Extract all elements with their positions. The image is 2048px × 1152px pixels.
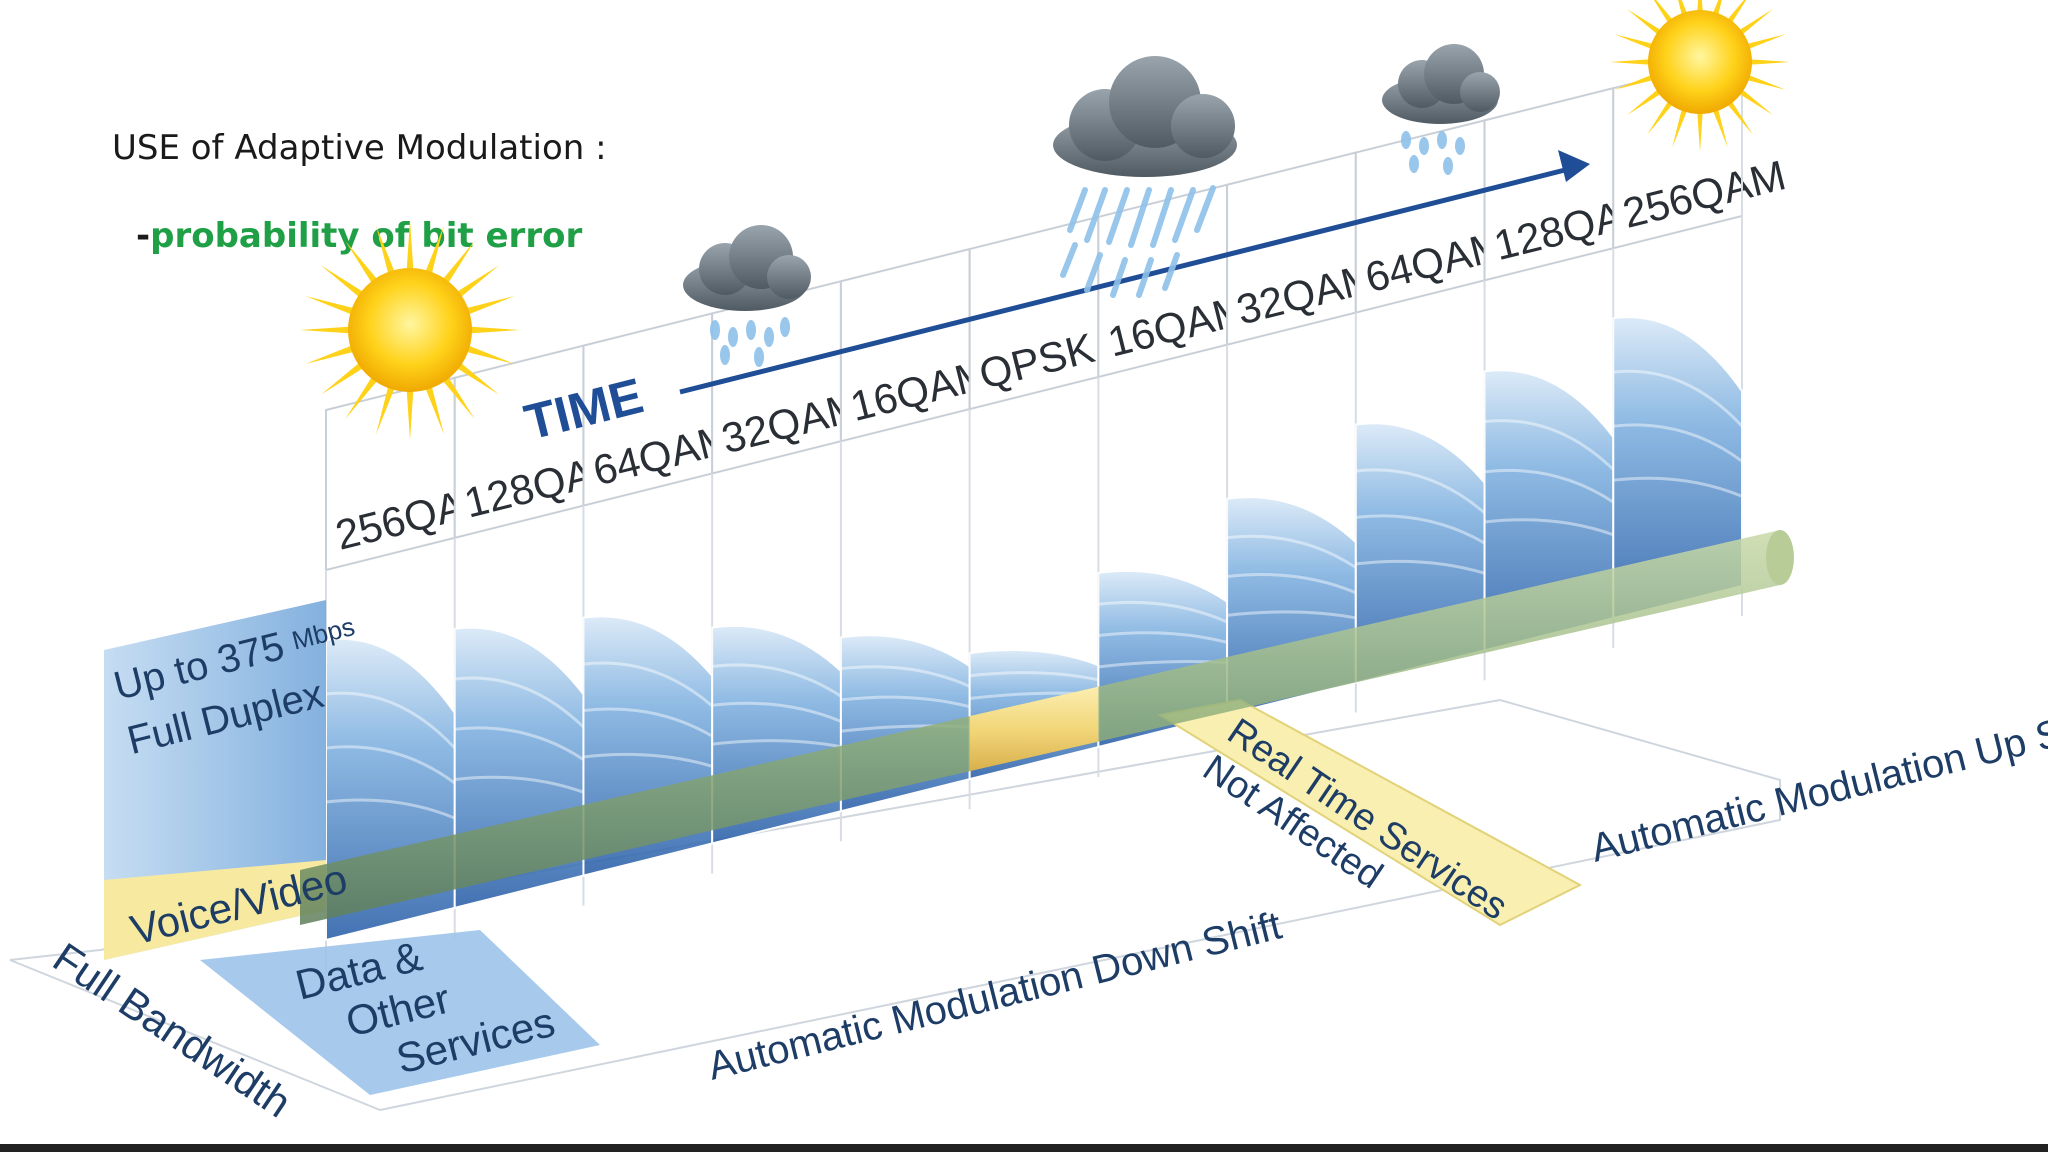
- capacity-ring: [454, 726, 585, 761]
- sun-ray: [1653, 0, 1675, 25]
- sun-ray: [463, 344, 515, 364]
- light-rain-cloud-icon: [683, 225, 811, 367]
- sun-ray: [406, 220, 414, 273]
- capacity-ring: [583, 707, 713, 738]
- sun-ray: [1712, 106, 1728, 148]
- sun-ray: [467, 326, 520, 334]
- heavy-rain-cloud-icon: [1053, 56, 1237, 298]
- sun-ray: [305, 296, 357, 316]
- sun-ray: [1747, 59, 1790, 65]
- capacity-ring: [1226, 572, 1357, 595]
- sun-ray: [424, 225, 444, 277]
- capacity-ring: [712, 701, 842, 723]
- tube-end: [1766, 530, 1794, 585]
- capacity-ring: [712, 739, 842, 749]
- sun-ray: [376, 383, 396, 435]
- capacity-ring: [1355, 559, 1485, 575]
- capacity-ring: [1098, 600, 1228, 624]
- sun-ray: [1737, 87, 1773, 115]
- sun-ray: [454, 361, 499, 395]
- sun-ray: [345, 374, 379, 419]
- bullet-dash: -: [136, 216, 151, 256]
- capacity-ring: [325, 798, 456, 820]
- capacity-ring: [325, 691, 456, 749]
- sun-ray: [1614, 34, 1656, 50]
- voice-video-band: [104, 860, 326, 960]
- sun-ray: [1737, 9, 1773, 37]
- sun-ray: [321, 265, 366, 299]
- capacity-ring: [840, 695, 971, 709]
- sun-ray: [1725, 0, 1747, 25]
- capacity-ring: [1098, 631, 1228, 644]
- capacity-ring: [1484, 419, 1615, 471]
- sun-ray: [463, 296, 515, 316]
- sun-ray: [345, 241, 379, 286]
- time-arrow-line: [679, 167, 1566, 395]
- capacity-ring: [1226, 534, 1357, 569]
- capacity-ring: [325, 745, 456, 785]
- capacity-ring: [583, 752, 713, 768]
- light-rain-cloud-icon: [1382, 44, 1500, 175]
- sun-ray: [1672, 106, 1688, 148]
- sun-ray: [1610, 59, 1653, 65]
- sun-ray: [321, 361, 366, 395]
- sun-ray: [406, 387, 414, 440]
- capacity-ring: [840, 665, 971, 688]
- capacity-ring: [712, 663, 842, 698]
- voice-video-tube: [300, 530, 1794, 925]
- capacity-ring: [1613, 423, 1743, 463]
- sun-ray: [376, 225, 396, 277]
- data-services-floor: [200, 930, 600, 1095]
- bottom-bar: [0, 1144, 2048, 1152]
- time-arrow-head: [1558, 150, 1590, 182]
- sun-ray: [441, 374, 475, 419]
- slide-bullet: -probability of bit error: [136, 216, 582, 256]
- sun-ray: [454, 265, 499, 299]
- sun-ray: [1627, 9, 1663, 37]
- capacity-ring: [1613, 369, 1744, 428]
- capacity-ring: [1484, 518, 1614, 537]
- sun-ray: [305, 344, 357, 364]
- sun-ray: [1627, 87, 1663, 115]
- capacity-ring: [1484, 468, 1615, 504]
- tube-qpsk-segment: [969, 686, 1099, 772]
- bullet-text: probability of bit error: [150, 216, 583, 256]
- sun-icon: [300, 220, 520, 440]
- capacity-ring: [1226, 610, 1357, 620]
- sun-icon: [1610, 0, 1790, 152]
- sun-ray: [1697, 109, 1703, 152]
- capacity-ring: [1355, 468, 1486, 514]
- capacity-ring: [969, 671, 1099, 682]
- capacity-ring: [583, 661, 714, 708]
- sun-ray: [1744, 34, 1786, 50]
- sun-ray: [300, 326, 353, 334]
- capacity-ring: [1355, 514, 1486, 545]
- sun-ray: [1744, 74, 1786, 90]
- sun-ray: [424, 383, 444, 435]
- capacity-ring: [454, 676, 585, 729]
- sun-ray: [441, 241, 475, 286]
- sun-ray: [1725, 99, 1753, 135]
- slide-title: USE of Adaptive Modulation :: [112, 128, 607, 168]
- capacity-ring: [454, 775, 584, 794]
- sun-ray: [1614, 74, 1656, 90]
- capacity-ring: [1613, 476, 1743, 498]
- capacity-block: [1612, 316, 1743, 620]
- sun-ray: [1647, 99, 1675, 135]
